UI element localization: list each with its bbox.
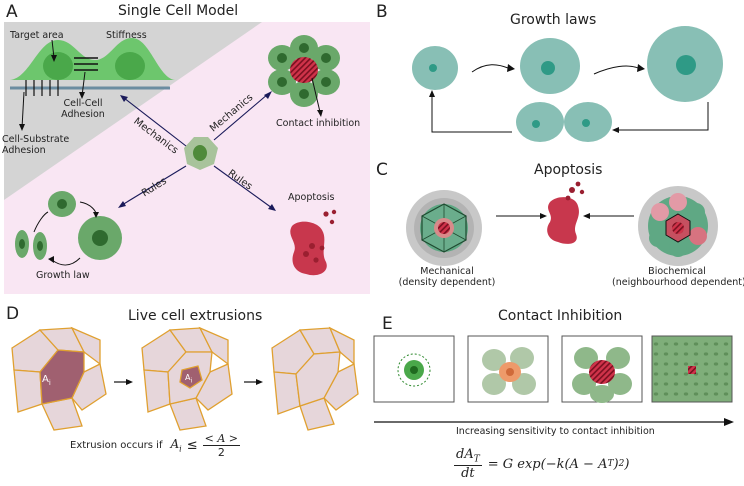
equation-lhs-numerator-sub: T xyxy=(473,454,480,465)
equation-lhs-numerator: dAT xyxy=(454,447,482,466)
equation-lhs-fraction: dAT dt xyxy=(454,447,482,481)
panel-c-letter: C xyxy=(376,160,388,180)
cell-area-label-small: Ai xyxy=(185,372,192,387)
equation-rhs-close: ) xyxy=(624,456,630,472)
cell-area-label: Ai xyxy=(42,374,51,389)
extrusion-rule-lhs-symbol: A xyxy=(170,436,180,451)
equation-lhs-numerator-text: dA xyxy=(456,447,474,463)
equation-lhs-denominator: dt xyxy=(461,465,475,481)
mechanical-line1: Mechanical xyxy=(420,266,474,277)
cell-area-small-symbol: A xyxy=(185,373,191,382)
extrusion-rule-numerator: < A > xyxy=(202,431,240,446)
stiffness-label: Stiffness xyxy=(106,30,147,41)
extrusion-rule: Extrusion occurs if Ai ≤ < A > 2 xyxy=(70,430,240,460)
growth-law-label: Growth law xyxy=(36,270,90,281)
panel-e-graphics xyxy=(373,335,734,426)
equation-rhs-end: ) xyxy=(613,456,619,472)
cell-area-subscript: i xyxy=(48,379,51,387)
mechanical-hex-cluster xyxy=(406,190,482,266)
panel-b: B Growth laws xyxy=(372,0,744,150)
cell-substrate-adhesion-line1: Cell-Substrate xyxy=(2,134,70,145)
apoptosis-cell-c xyxy=(547,197,579,244)
biochemical-hex-cluster xyxy=(638,186,718,266)
equation-rhs: = G exp(−k(A − A xyxy=(487,456,608,472)
contact-inhibition-label: Contact inhibition xyxy=(276,118,361,129)
cell-cell-adhesion-line1: Cell-Cell xyxy=(63,98,103,109)
biochemical-line1: Biochemical xyxy=(648,266,706,277)
panel-e-title: Contact Inhibition xyxy=(498,308,623,324)
panel-c-title: Apoptosis xyxy=(534,162,603,178)
extrusion-rule-lhs: Ai xyxy=(170,437,181,453)
panel-c: C Apoptosis Mechanical (density dependen… xyxy=(372,152,744,298)
panel-d-graphics xyxy=(11,326,359,431)
extrusion-rule-lhs-subscript: i xyxy=(179,444,182,454)
panel-a-graphics xyxy=(4,22,370,294)
panel-a: A Single Cell Model Target area Stiffnes… xyxy=(0,0,372,298)
biochemical-line2: (neighbourhood dependent) xyxy=(612,277,744,288)
extrusion-tissue-during xyxy=(141,326,233,431)
cell-substrate-adhesion-label: Cell-Substrate Adhesion xyxy=(2,134,69,156)
panel-b-graphics xyxy=(412,26,723,142)
extrusion-rule-text: Extrusion occurs if xyxy=(70,439,163,451)
cell-cell-adhesion-label: Cell-Cell Adhesion xyxy=(58,98,108,120)
cell-area-small-subscript: i xyxy=(190,377,193,385)
panel-b-letter: B xyxy=(376,2,388,22)
equation-rhs-subscript: T xyxy=(607,459,614,469)
mechanical-label: Mechanical (density dependent) xyxy=(392,266,502,288)
panel-a-title: Single Cell Model xyxy=(118,3,239,19)
panel-c-graphics xyxy=(406,181,718,266)
panel-a-letter: A xyxy=(6,2,18,22)
target-area-label: Target area xyxy=(10,30,64,41)
mechanical-line2: (density dependent) xyxy=(398,277,496,288)
panel-b-title: Growth laws xyxy=(510,12,597,28)
extrusion-rule-denominator: 2 xyxy=(217,445,225,459)
left-cell-body xyxy=(43,52,73,80)
cell-area-symbol: A xyxy=(42,374,49,385)
cell-substrate-adhesion-line2: Adhesion xyxy=(2,145,46,156)
extrusion-tissue-after xyxy=(271,326,359,431)
panel-d-title: Live cell extrusions xyxy=(128,308,263,324)
extrusion-rule-fraction: < A > 2 xyxy=(202,431,240,459)
extrusion-tissue-before xyxy=(11,326,107,431)
panel-d: D Live cell extrusions Ai Ai Extrusion o… xyxy=(0,300,372,486)
right-cell-body xyxy=(115,52,145,80)
growth-stage-daughter-1 xyxy=(516,102,564,142)
panel-d-letter: D xyxy=(6,304,20,324)
apoptosis-label-a: Apoptosis xyxy=(288,192,335,203)
cell-cell-adhesion-line2: Adhesion xyxy=(61,109,105,120)
biochemical-label: Biochemical (neighbourhood dependent) xyxy=(612,266,744,288)
extrusion-rule-relation: ≤ xyxy=(186,437,198,453)
equation-rhs-superscript: 2 xyxy=(618,459,625,469)
panel-e-letter: E xyxy=(382,314,393,334)
panel-e: E Contact Inhibition Increasing sensitiv… xyxy=(372,300,744,486)
sensitivity-axis-label: Increasing sensitivity to contact inhibi… xyxy=(456,426,655,437)
contact-inhibition-cluster xyxy=(268,35,340,107)
